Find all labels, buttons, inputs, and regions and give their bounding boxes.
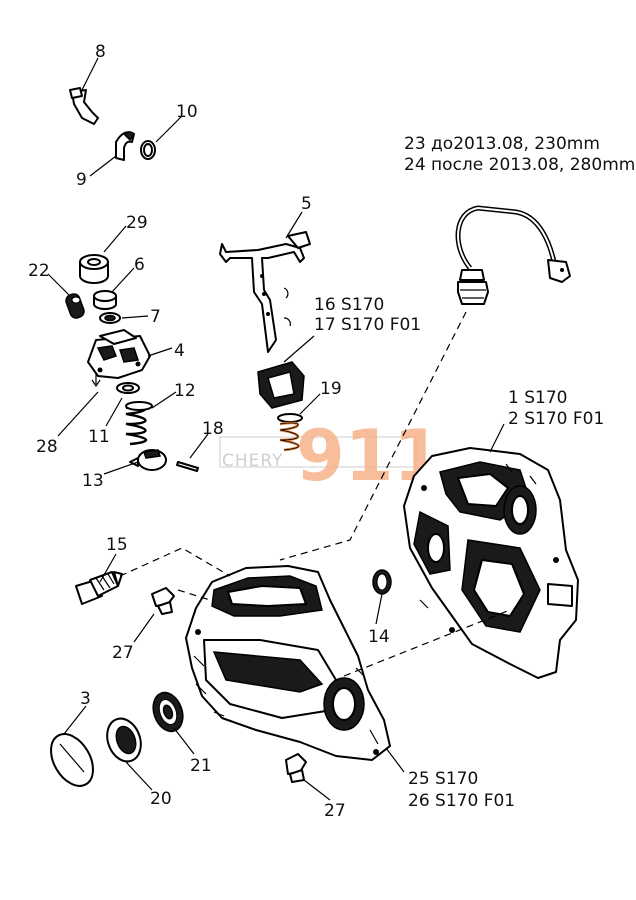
part-11-spring-seat[interactable] (116, 382, 140, 394)
part-5-shift-fork[interactable] (219, 231, 311, 353)
label-24: 24 после 2013.08, 280mm (404, 155, 635, 175)
leader-lines (47, 57, 505, 801)
watermark: CHERY 911 (219, 415, 442, 497)
label-27-upper: 27 (112, 643, 134, 663)
label-16: 16 S170 (314, 295, 384, 315)
part-25-transmission-case[interactable] (185, 565, 391, 761)
callout-labels: 8 10 9 5 29 6 22 7 4 12 11 28 18 13 16 S… (28, 42, 635, 821)
part-27-bolt-lower[interactable] (285, 753, 307, 783)
part-20-seal[interactable] (101, 714, 146, 766)
label-8: 8 (95, 42, 106, 62)
label-4: 4 (174, 341, 185, 361)
part-18-pin[interactable] (176, 461, 199, 472)
part-29-bushing[interactable] (79, 254, 109, 284)
label-7: 7 (150, 307, 161, 327)
label-19: 19 (320, 379, 342, 399)
label-21: 21 (190, 756, 212, 776)
label-1: 1 S170 (508, 388, 567, 408)
part-1-clutch-housing[interactable] (403, 447, 579, 679)
label-26: 26 S170 F01 (408, 791, 515, 811)
label-15: 15 (106, 535, 128, 555)
label-25: 25 S170 (408, 769, 478, 789)
label-20: 20 (150, 789, 172, 809)
part-8-lever-pin[interactable] (69, 87, 99, 125)
part-15-drain-plug[interactable] (75, 571, 123, 605)
part-27-bolt-upper[interactable] (151, 587, 175, 615)
part-10-o-ring[interactable] (140, 140, 156, 160)
part-13-detent[interactable] (129, 449, 167, 471)
label-12: 12 (174, 381, 196, 401)
part-21-bearing-seal[interactable] (148, 688, 188, 735)
part-14-seal-ring[interactable] (372, 569, 392, 595)
label-3: 3 (80, 689, 91, 709)
label-11: 11 (88, 427, 110, 447)
label-28: 28 (36, 437, 58, 457)
part-6-cap[interactable] (93, 290, 117, 310)
part-12-spring[interactable] (125, 401, 153, 446)
label-5: 5 (301, 194, 312, 214)
part-3-cover-plate[interactable] (42, 727, 101, 793)
part-7-washer[interactable] (99, 312, 121, 324)
label-17: 17 S170 F01 (314, 315, 421, 335)
label-9: 9 (76, 170, 87, 190)
label-27-lower: 27 (324, 801, 346, 821)
label-29: 29 (126, 213, 148, 233)
label-14: 14 (368, 627, 390, 647)
part-4-shift-cover[interactable] (87, 329, 151, 388)
part-16-block[interactable] (257, 361, 305, 409)
label-22: 22 (28, 261, 50, 281)
label-2: 2 S170 F01 (508, 409, 604, 429)
part-19-spring[interactable] (277, 413, 303, 452)
watermark-brand: CHERY (222, 451, 284, 471)
label-13: 13 (82, 471, 104, 491)
part-22-plug[interactable] (64, 292, 85, 319)
label-10: 10 (176, 102, 198, 122)
assembly-lines (119, 311, 511, 677)
label-18: 18 (202, 419, 224, 439)
part-23-speed-sensor[interactable] (455, 205, 571, 305)
label-6: 6 (134, 255, 145, 275)
label-23: 23 до2013.08, 230mm (404, 134, 600, 154)
part-9-clip[interactable] (115, 131, 135, 161)
